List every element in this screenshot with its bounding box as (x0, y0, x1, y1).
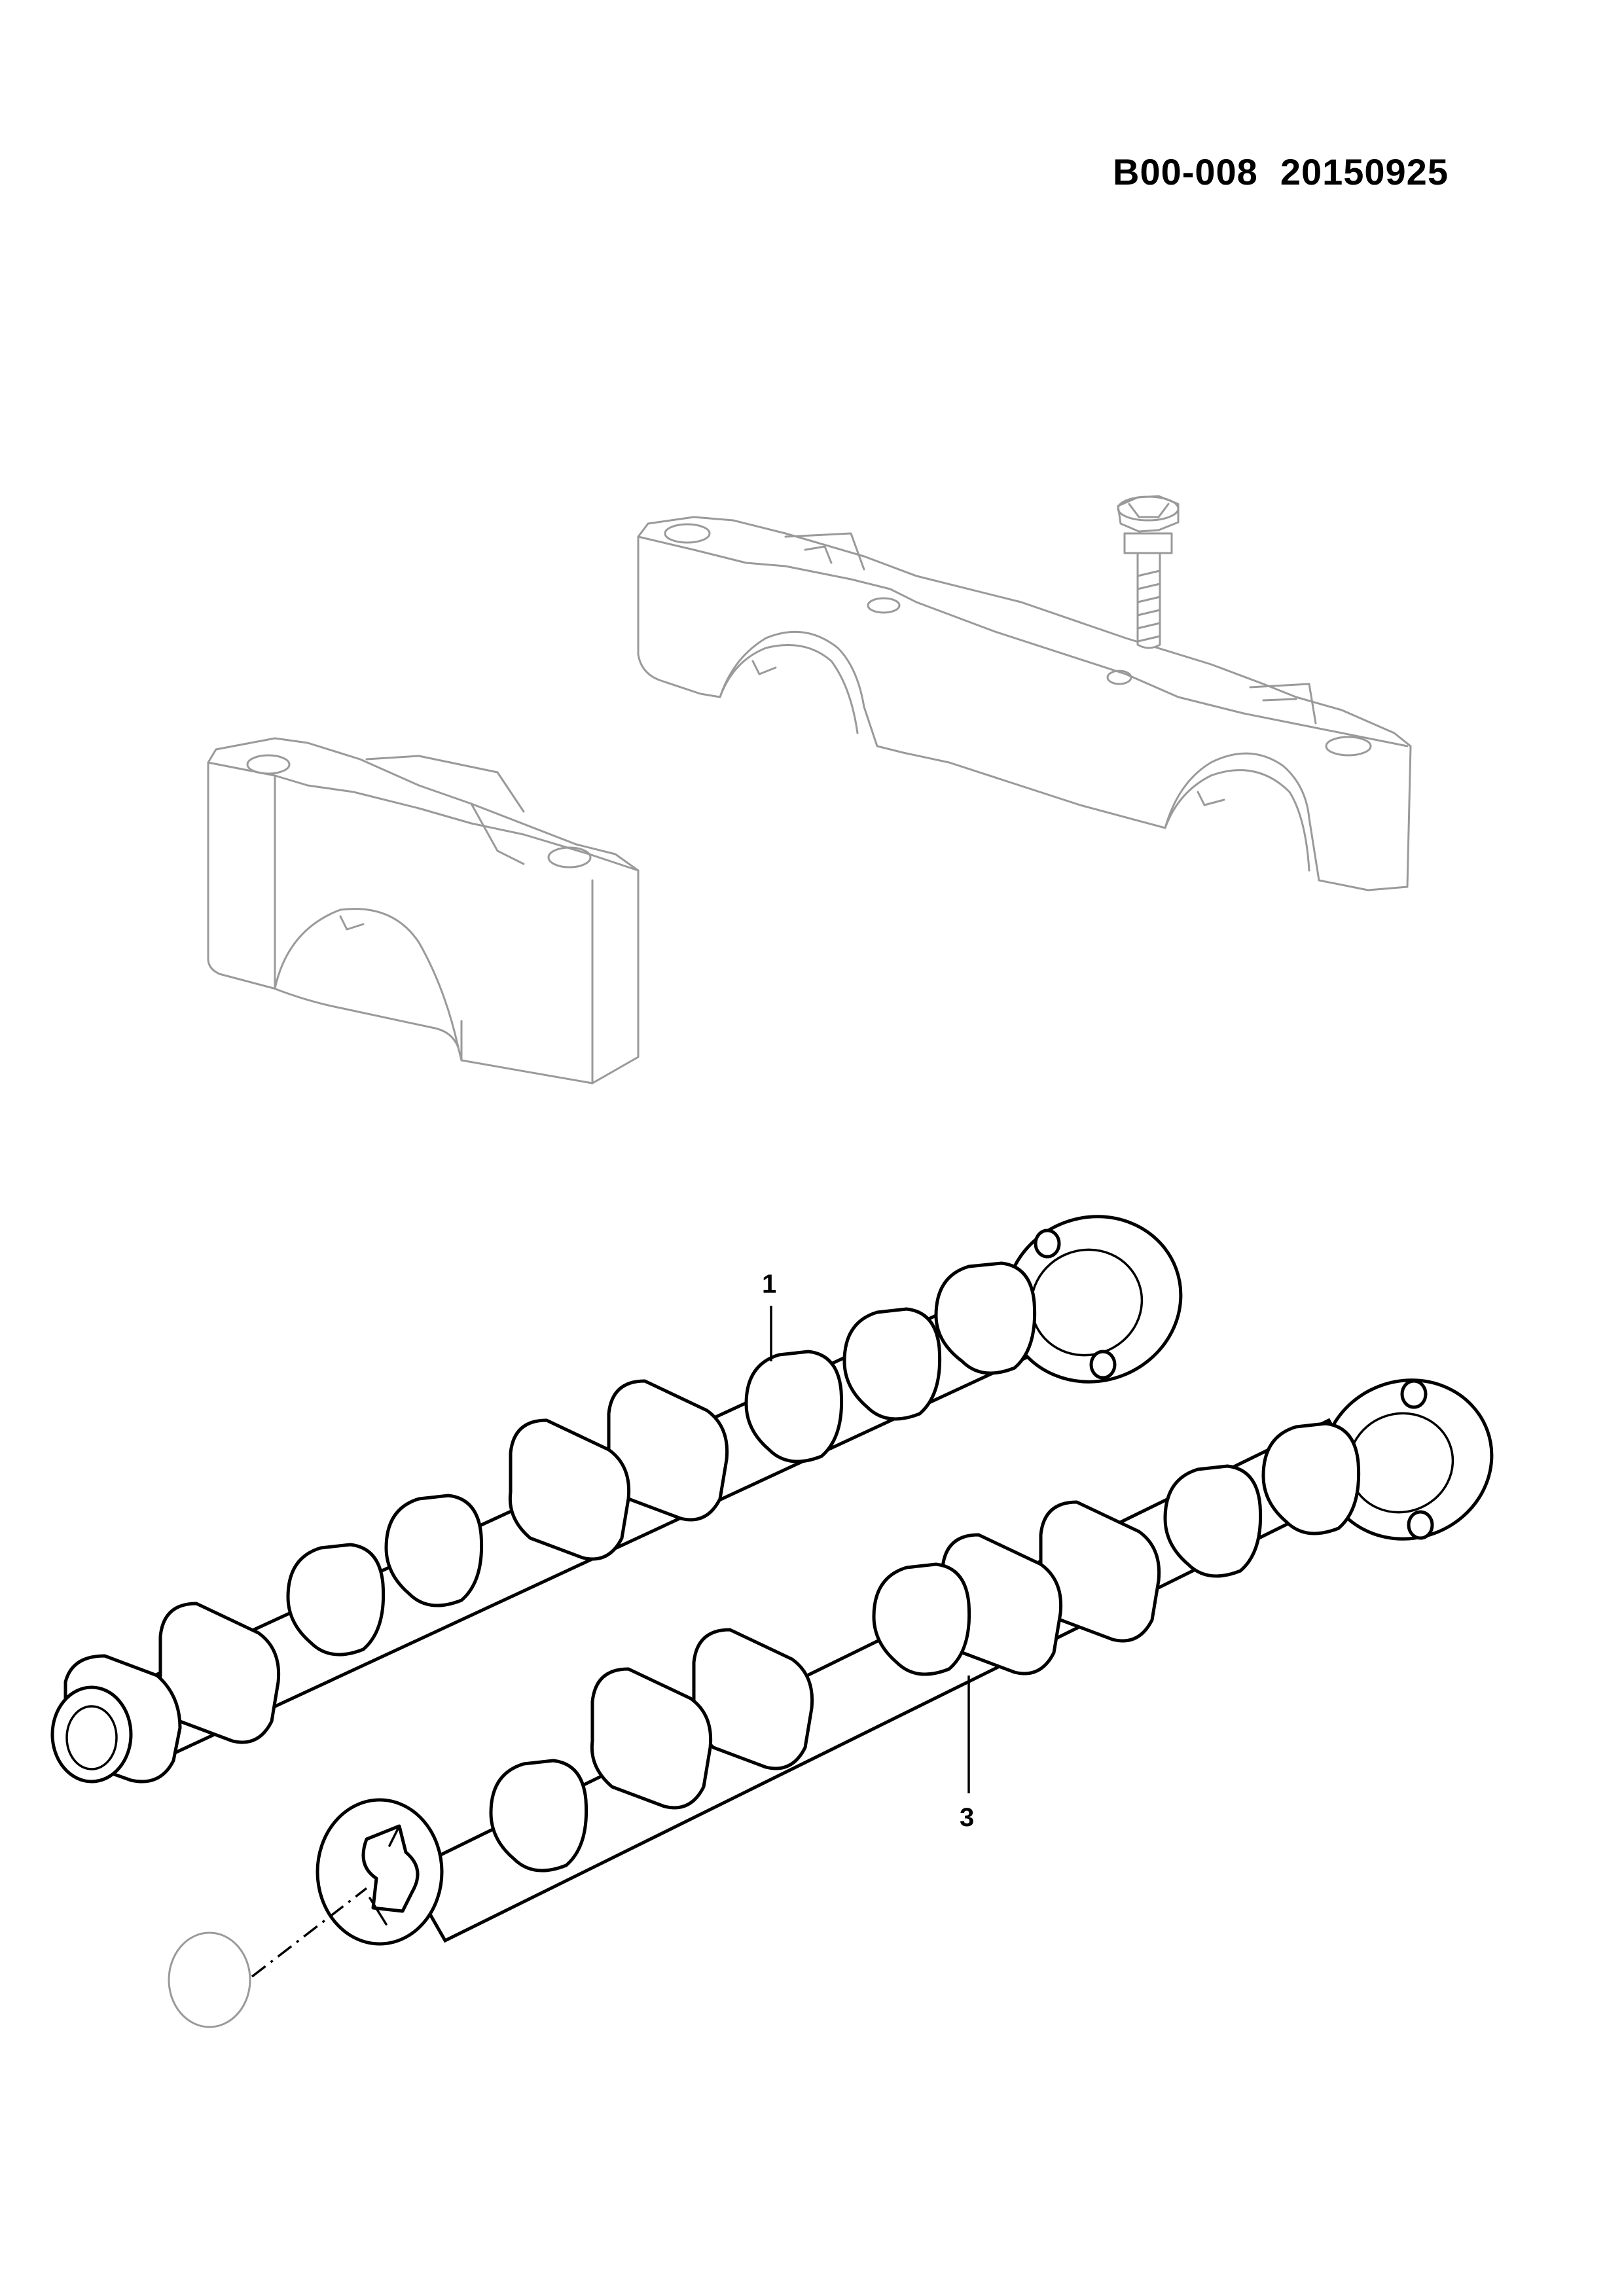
drawing-date: 20150925 (1280, 151, 1449, 192)
callout-3-label: 3 (960, 1803, 974, 1832)
callout-1: 1 (762, 1270, 776, 1361)
drawing-header: B00-008 20150925 (1113, 151, 1449, 193)
drawing-code: B00-008 (1113, 151, 1258, 192)
bearing-cap-small (207, 737, 640, 1085)
callout-3: 3 (960, 1676, 974, 1832)
callout-1-label: 1 (762, 1270, 776, 1299)
bolt (1117, 495, 1180, 649)
camshaft-intake (50, 1215, 1183, 1784)
seal-ring (168, 1887, 368, 2028)
camshaft-exhaust (316, 1378, 1494, 1946)
bearing-bridge (637, 516, 1412, 891)
